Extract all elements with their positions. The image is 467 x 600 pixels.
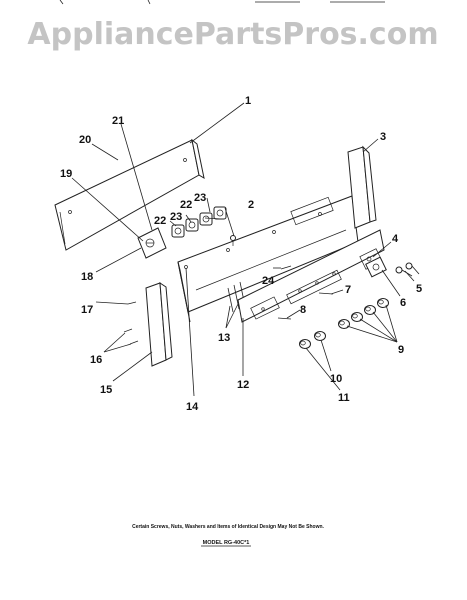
callout-11: 11 xyxy=(338,392,350,404)
callout-23b: 23 xyxy=(194,192,206,204)
callout-13: 13 xyxy=(218,332,230,344)
callout-9: 9 xyxy=(398,344,404,356)
oven-knobs-part xyxy=(299,331,326,349)
callout-21: 21 xyxy=(112,115,124,127)
callout-14: 14 xyxy=(186,401,199,413)
callout-22b: 22 xyxy=(180,199,192,211)
callout-labels: 1 2 3 4 5 6 7 8 9 10 11 12 13 14 15 16 1… xyxy=(60,95,422,413)
callout-5: 5 xyxy=(416,283,422,295)
callout-24: 24 xyxy=(262,275,275,287)
callout-20: 20 xyxy=(79,134,91,146)
callout-7: 7 xyxy=(345,284,351,296)
callout-19: 19 xyxy=(60,168,72,180)
screw-2-part xyxy=(230,235,236,246)
callout-15: 15 xyxy=(100,384,112,396)
callout-23a: 23 xyxy=(170,211,182,223)
callout-10: 10 xyxy=(330,373,342,385)
control-panel-part xyxy=(237,229,385,323)
callout-12: 12 xyxy=(237,379,249,391)
callout-22a: 22 xyxy=(154,215,166,227)
top-edge-artifacts xyxy=(59,0,385,5)
infinite-switches-part xyxy=(171,206,227,238)
clock-knobs-part xyxy=(395,262,420,277)
switch-block-part xyxy=(137,227,167,259)
callout-3: 3 xyxy=(380,131,386,143)
callout-16: 16 xyxy=(90,354,102,366)
callout-4: 4 xyxy=(392,233,399,245)
model-number: MODEL RG-40C*1 xyxy=(203,540,250,546)
callout-6: 6 xyxy=(400,297,406,309)
right-endcap-part xyxy=(347,145,377,229)
watermark-text: AppliancePartsPros.com xyxy=(27,17,438,52)
callout-17: 17 xyxy=(81,304,93,316)
callout-18: 18 xyxy=(81,271,93,283)
footer-note: Certain Screws, Nuts, Washers and Items … xyxy=(132,524,324,530)
small-parts-7-8-24 xyxy=(277,265,334,320)
clock-part xyxy=(365,256,387,278)
left-endcap-part xyxy=(145,282,173,367)
surface-knobs-part xyxy=(338,298,389,329)
screws-16-17-part xyxy=(123,301,139,345)
rear-panel-part xyxy=(54,138,205,251)
callout-1: 1 xyxy=(245,95,251,107)
leader-lines xyxy=(71,102,415,397)
callout-2: 2 xyxy=(248,199,254,211)
callout-8: 8 xyxy=(300,304,306,316)
